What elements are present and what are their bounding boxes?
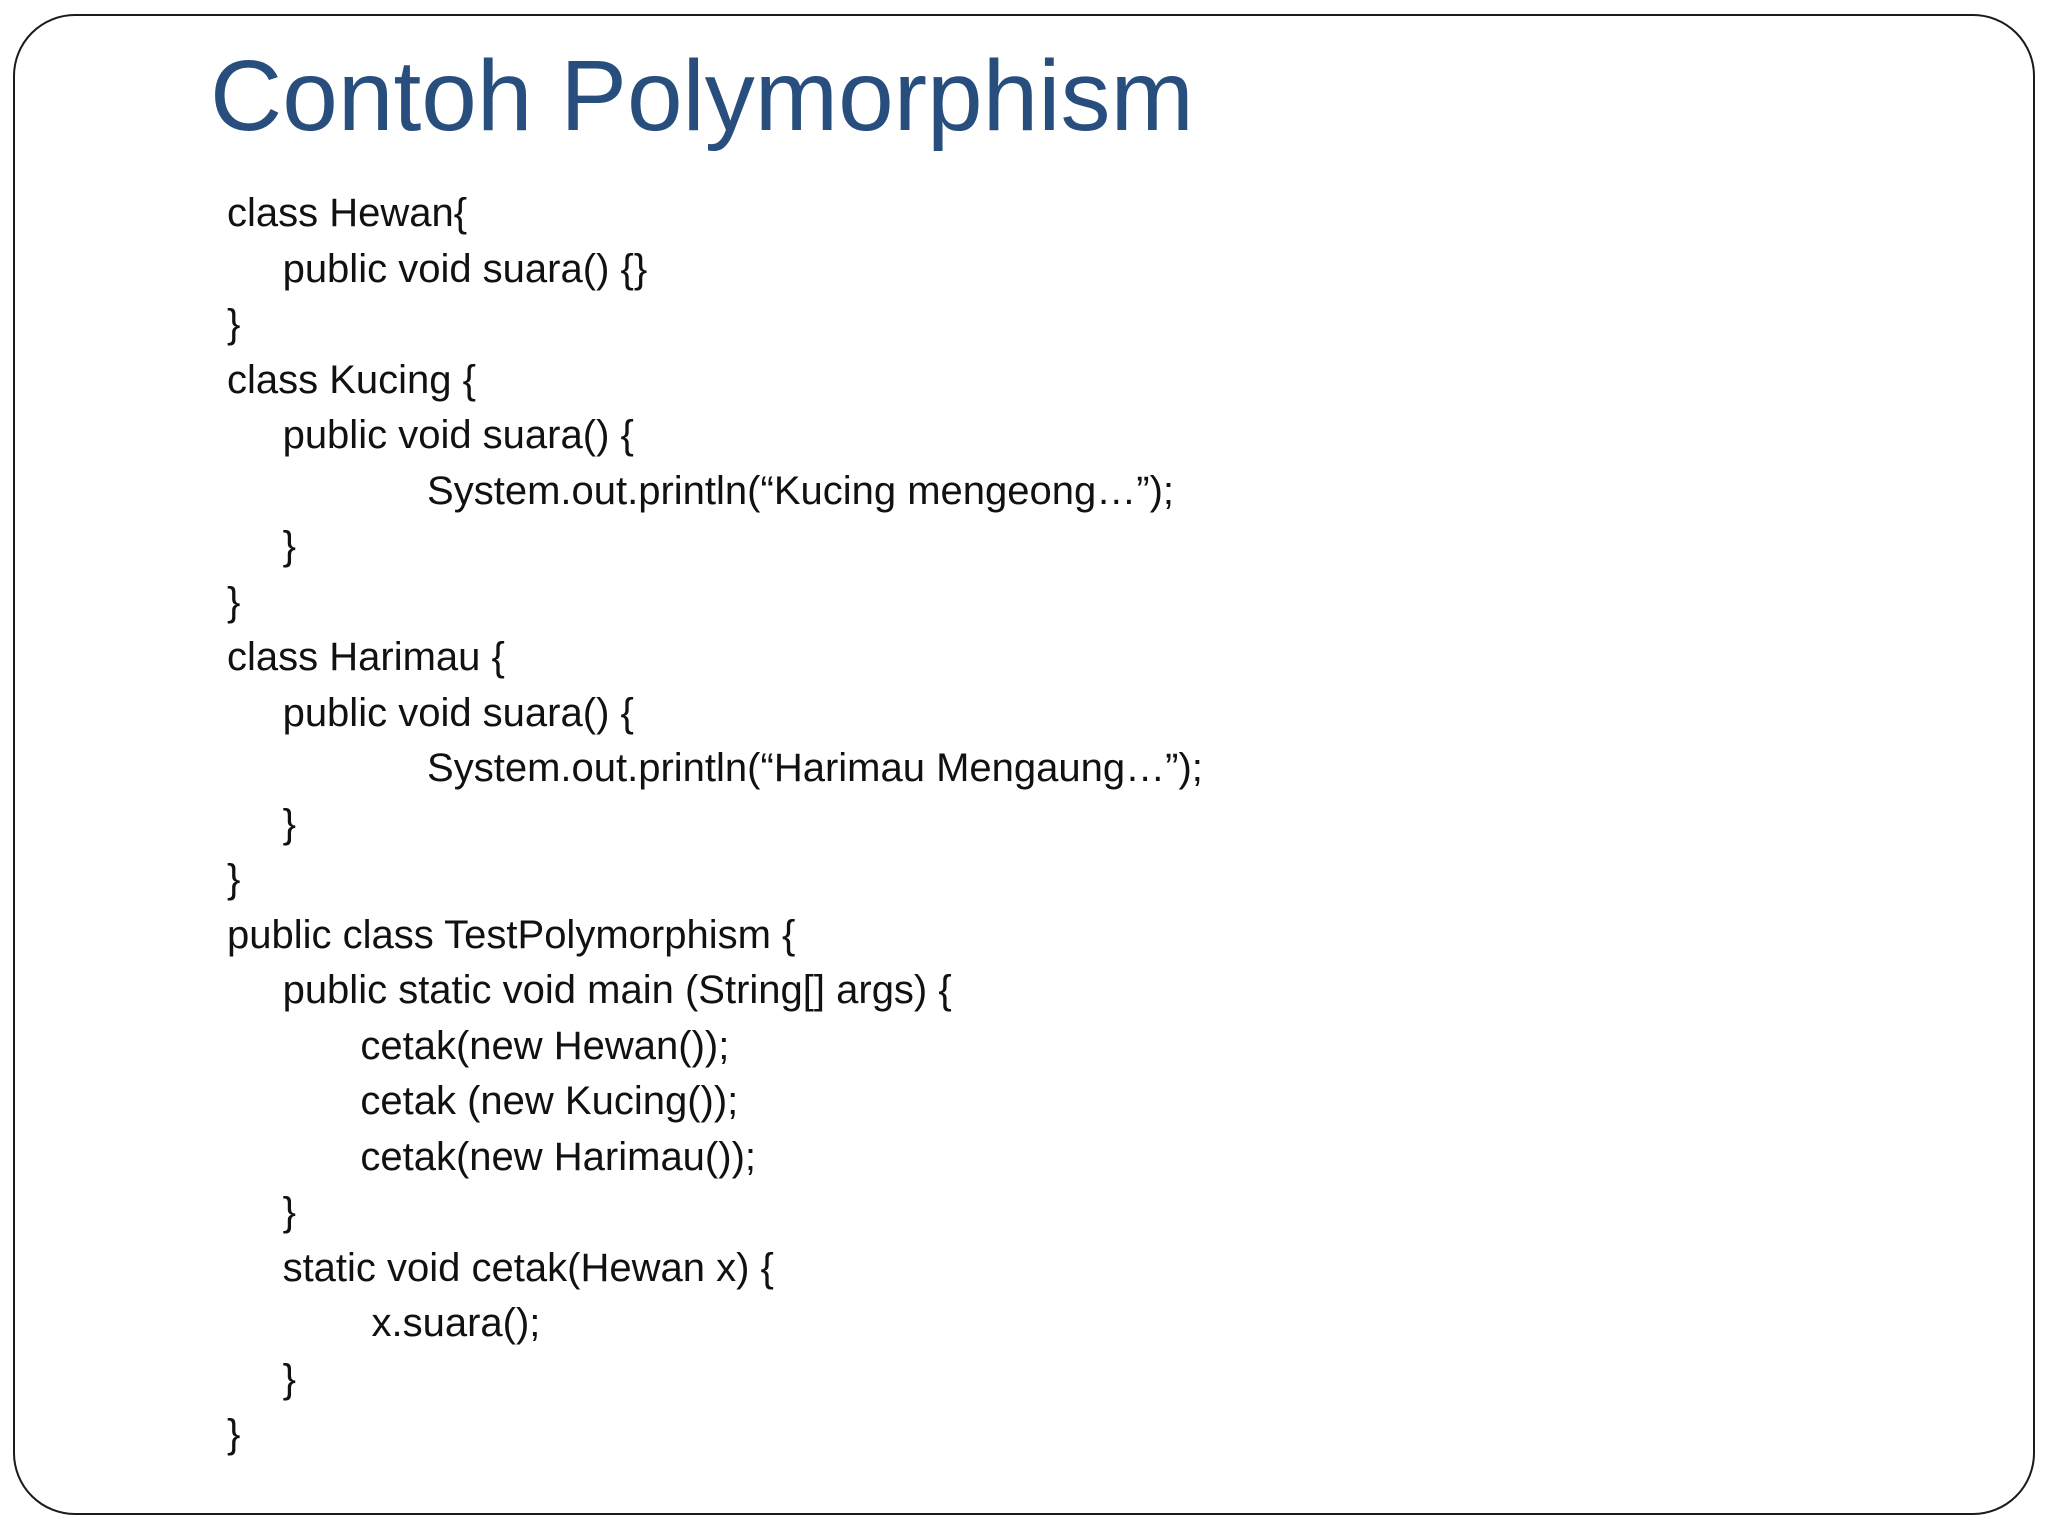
code-line: } bbox=[227, 1356, 296, 1401]
code-line: System.out.println(“Kucing mengeong…”); bbox=[227, 468, 1175, 513]
code-line: cetak (new Kucing()); bbox=[227, 1079, 739, 1123]
code-line: public void suara() { bbox=[227, 690, 634, 735]
code-block: class Hewan{ public void suara() {}} clas… bbox=[227, 186, 1203, 1463]
code-line: static void cetak(Hewan x) { bbox=[227, 1245, 774, 1290]
code-line: } bbox=[227, 801, 296, 846]
code-line: } bbox=[227, 1412, 241, 1456]
code-line: class Kucing { bbox=[227, 357, 477, 402]
slide-title: Contoh Polymorphism bbox=[210, 40, 1194, 152]
code-line: System.out.println(“Harimau Mengaung…”); bbox=[227, 746, 1203, 790]
code-line: cetak(new Harimau()); bbox=[227, 1134, 757, 1179]
code-line: class Harimau { bbox=[227, 635, 505, 679]
slide-border bbox=[13, 14, 2035, 1515]
code-line: public class TestPolymorphism { bbox=[227, 912, 796, 957]
code-line: } bbox=[227, 524, 296, 568]
code-line: } bbox=[227, 302, 241, 346]
code-line: x.suara(); bbox=[227, 1301, 541, 1345]
code-line: public static void main (String[] args) … bbox=[227, 968, 952, 1012]
code-line: } bbox=[227, 579, 241, 624]
code-line: } bbox=[227, 857, 241, 901]
code-line: class Hewan{ bbox=[227, 191, 468, 235]
code-line: cetak(new Hewan()); bbox=[227, 1023, 730, 1068]
code-line: public void suara() { bbox=[227, 413, 634, 457]
code-line: } bbox=[227, 1190, 296, 1234]
code-line: public void suara() {} bbox=[227, 246, 648, 291]
